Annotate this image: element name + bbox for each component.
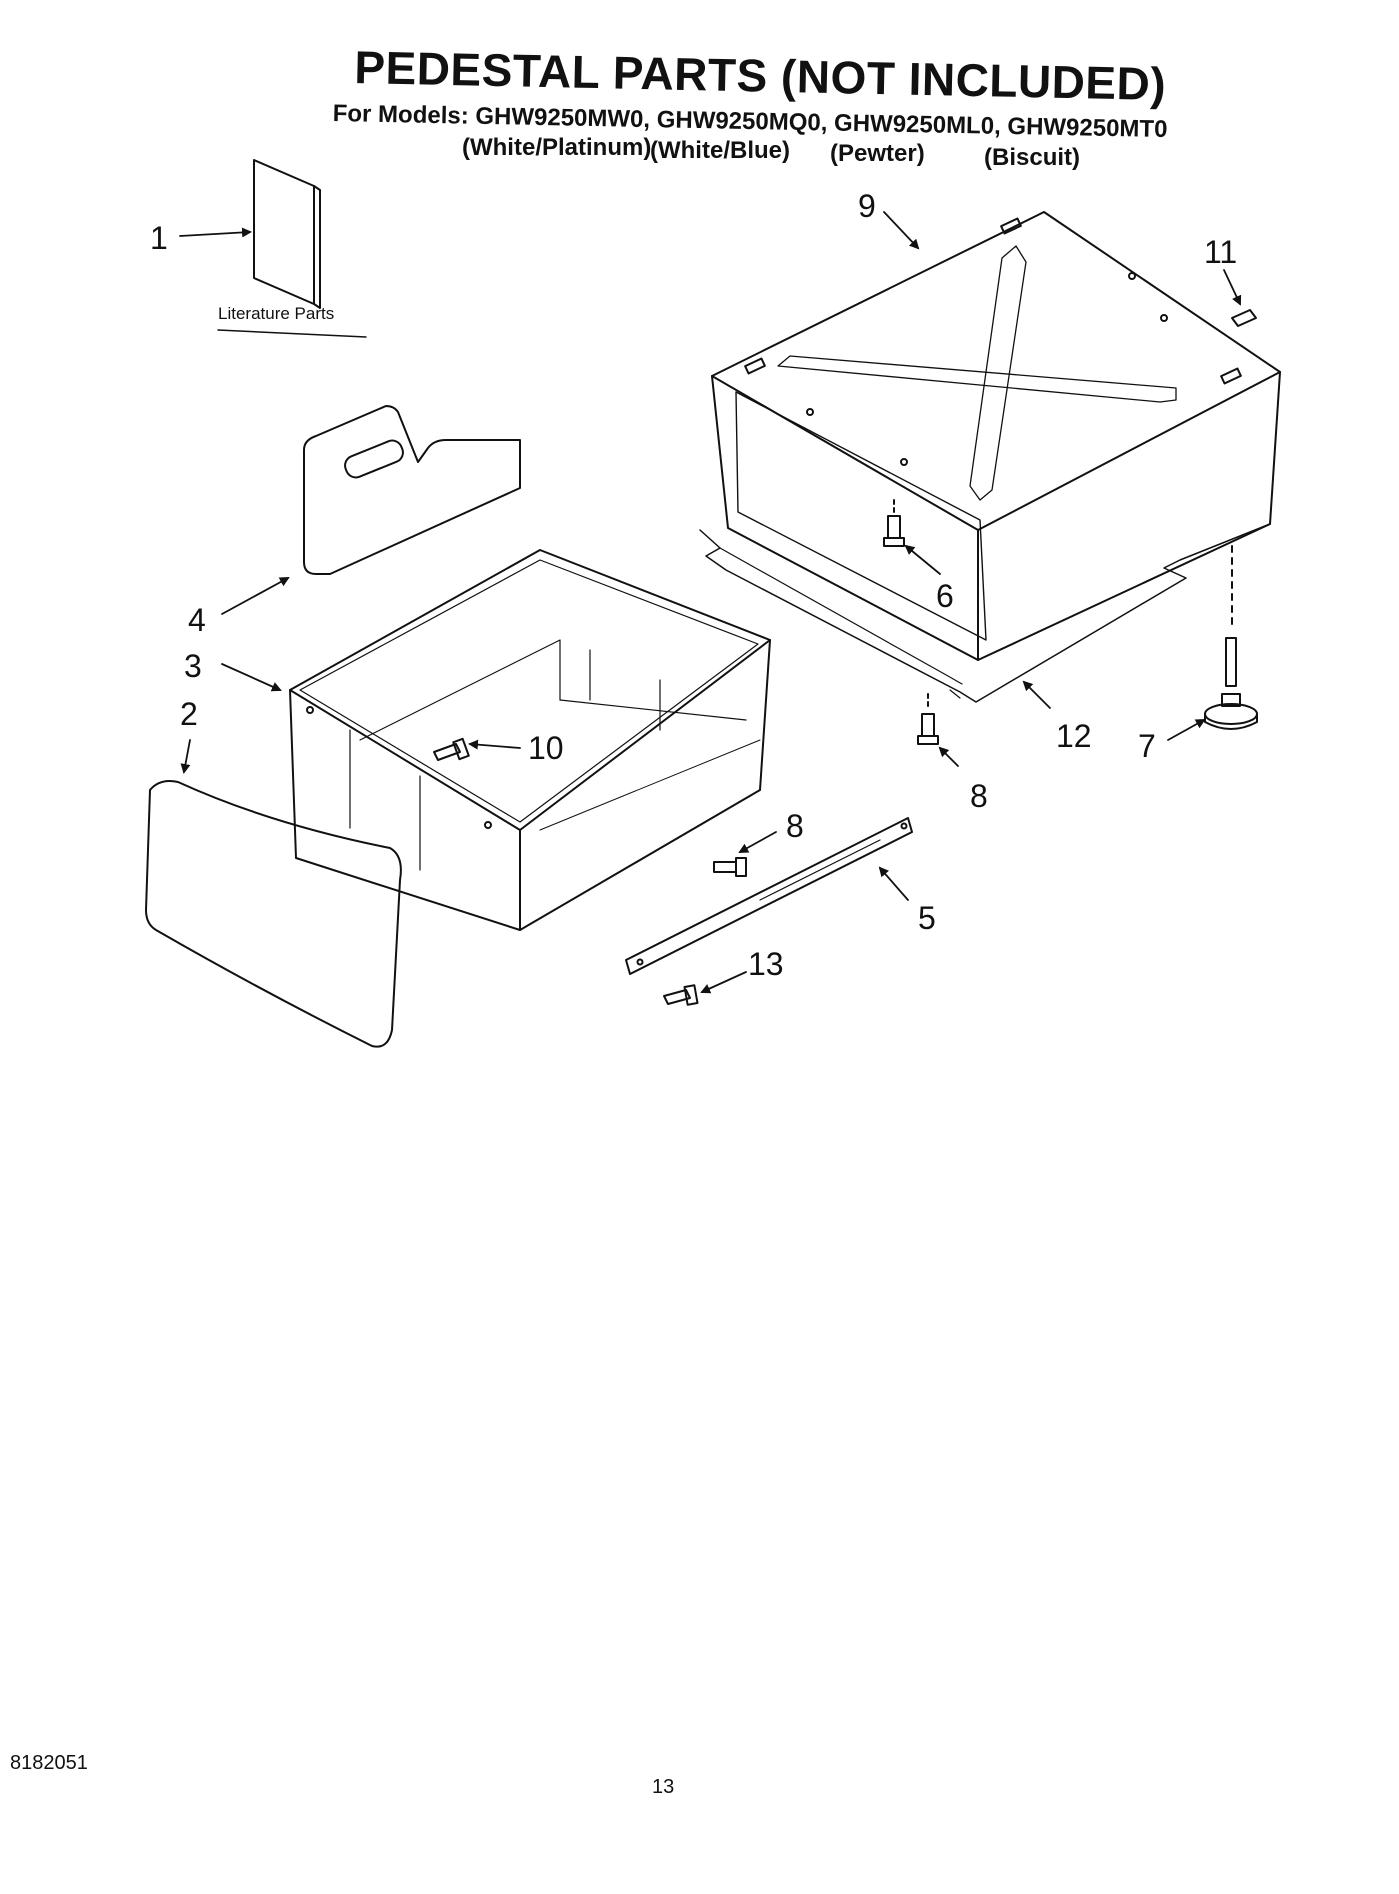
pedestal-cabinet [711,211,1281,661]
callout-5: 5 [918,900,936,936]
callout-10: 10 [528,730,564,766]
callout-12: 12 [1056,718,1092,754]
callout-11: 11 [1204,234,1238,270]
finish-pewter: (Pewter) [830,140,925,167]
callout-9: 9 [858,188,876,224]
callout-4: 4 [188,602,206,638]
finish-biscuit: (Biscuit) [984,144,1080,171]
callout-1: 1 [150,220,168,256]
screw-8-lower [713,857,747,877]
callout-3: 3 [184,648,202,684]
callout-8-upper: 8 [970,778,988,814]
screw-10 [433,737,470,761]
page-number: 13 [652,1776,675,1798]
screw-13 [663,984,699,1006]
screw-8-upper [917,693,939,745]
callout-8-lower: 8 [786,808,804,844]
divider-panel [303,405,521,575]
callout-2: 2 [180,696,198,732]
literature-parts-label: Literature Parts [218,304,335,323]
drawer-basket [289,549,771,931]
callout-6: 6 [936,578,954,614]
leader-arrows [179,211,1242,994]
base-plate [699,523,1271,703]
document-part-number: 8182051 [10,1752,88,1774]
leveling-leg [1204,545,1258,730]
clip [1231,309,1257,327]
slide-rail [625,817,913,975]
finish-white-platinum: (White/Platinum) [462,134,652,161]
screw-6 [883,499,905,547]
drawer-front-panel [145,780,402,1048]
callout-7: 7 [1138,728,1156,764]
callout-13: 13 [748,946,784,982]
literature-booklet [253,159,321,309]
finish-white-blue: (White/Blue) [650,137,790,164]
